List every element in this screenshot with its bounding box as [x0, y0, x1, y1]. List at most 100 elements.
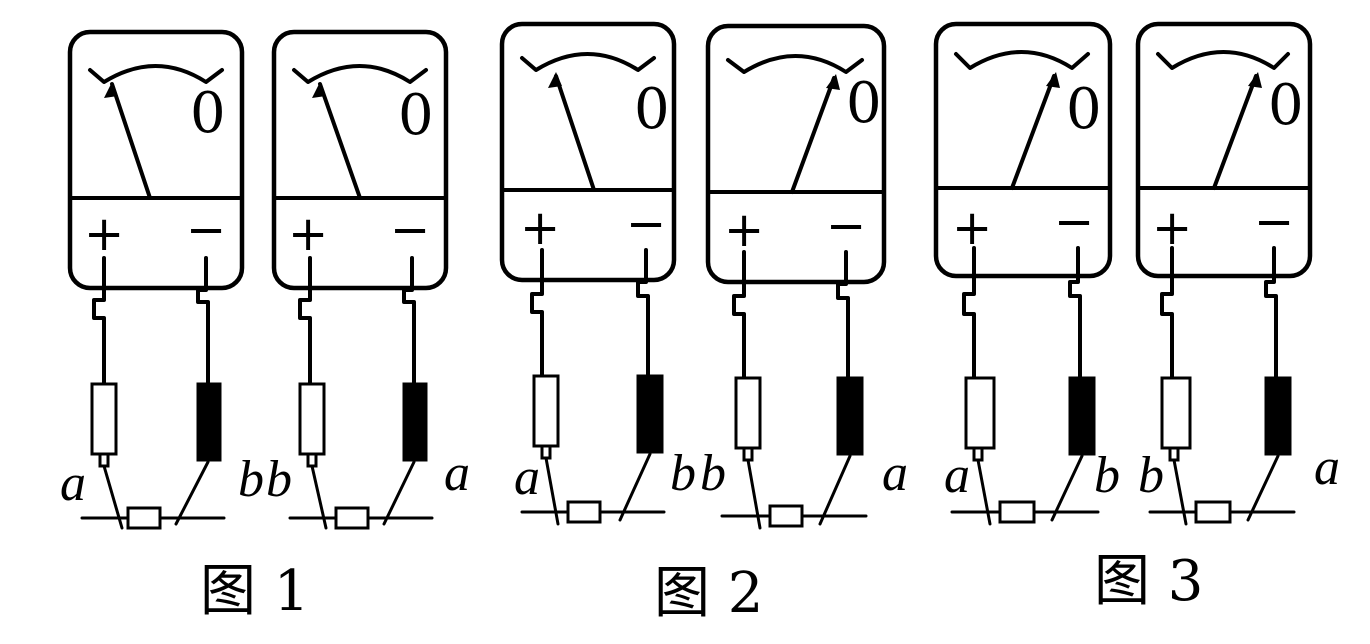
meter-needle [1212, 74, 1258, 190]
needle-arrowhead [312, 82, 326, 98]
red-lead-wire [962, 246, 976, 380]
leads-1a: a [60, 256, 226, 530]
probe-tip-collar [306, 452, 318, 468]
diode-element [998, 500, 1036, 524]
probe-label-right: b [670, 445, 696, 502]
meter-2a: 0 + − [499, 21, 677, 283]
red-lead-wire [298, 256, 312, 386]
positive-probe [532, 374, 560, 448]
meter-housing [933, 21, 1113, 279]
zero-mark: 0 [190, 81, 226, 146]
meter-scale-arc [1156, 50, 1290, 70]
red-lead-wire [1160, 246, 1174, 380]
negative-probe [1068, 376, 1096, 456]
meter-1a: 0 + − [67, 29, 245, 291]
meter-needle [110, 82, 152, 200]
black-lead-wire [636, 248, 650, 378]
black-lead-wire [836, 250, 850, 380]
figure-caption: 图 2 [654, 561, 763, 626]
probe-label-right: a [444, 445, 470, 502]
meter-needle [554, 74, 596, 192]
meter-needle [318, 82, 362, 200]
meter-needle [1010, 74, 1056, 190]
black-lead-wire [196, 256, 210, 386]
positive-probe [1160, 376, 1192, 450]
plus-terminal-label: + [952, 200, 992, 256]
probe-label-right: a [1314, 439, 1340, 496]
probe-tip [618, 452, 652, 522]
leads-3b: b a [1138, 246, 1340, 526]
figure-1: 0 + − a 0 + − [60, 29, 470, 624]
zero-mark: 0 [1268, 73, 1304, 138]
zero-mark: 0 [634, 77, 670, 142]
meter-housing [1135, 21, 1313, 279]
meter-3a: 0 + − [933, 21, 1113, 279]
diode-element [334, 506, 370, 530]
probe-label-left: b [266, 451, 292, 508]
plus-terminal-label: + [84, 206, 124, 262]
figure-caption: 图 1 [200, 559, 309, 624]
diode-element [126, 506, 162, 530]
diode-element [1194, 500, 1232, 524]
probe-label-right: b [1094, 447, 1120, 504]
meter-scale-arc [292, 64, 428, 84]
plus-terminal-label: + [724, 202, 764, 258]
probe-label-left: a [944, 447, 970, 504]
probe-tip-collar [98, 452, 110, 468]
figure-2: 0 + − a 0 + − [499, 21, 908, 626]
meter-2b: 0 + − [705, 23, 887, 285]
probe-tip [544, 456, 560, 526]
meter-scale-arc [520, 52, 656, 72]
red-lead-wire [732, 250, 746, 380]
figure-3: 0 + − a b 0 + − [933, 21, 1340, 614]
negative-probe [1264, 376, 1292, 456]
probe-tip [976, 458, 992, 526]
negative-probe [402, 382, 428, 462]
probe-label-right: a [882, 445, 908, 502]
negative-probe [636, 374, 664, 454]
probe-tip-collar [540, 444, 552, 460]
probe-label-right: b [238, 451, 264, 508]
probe-tip [1246, 454, 1280, 522]
minus-terminal-label: − [626, 196, 666, 252]
meter-3b: 0 + − [1135, 21, 1313, 279]
needle-arrowhead [1248, 72, 1262, 88]
positive-probe [298, 382, 326, 456]
leads-2a: a [514, 248, 666, 526]
minus-terminal-label: − [1054, 194, 1094, 250]
needle-arrowhead [1046, 72, 1060, 88]
red-lead-wire [530, 248, 544, 378]
zero-mark: 0 [846, 71, 882, 136]
needle-arrowhead [548, 72, 562, 88]
meter-needle [790, 76, 836, 194]
positive-probe [734, 376, 762, 450]
leads-3a: a b [944, 246, 1120, 526]
leads-1b [288, 256, 434, 530]
meter-housing [499, 21, 677, 283]
probe-tip [382, 460, 416, 526]
minus-terminal-label: − [826, 198, 866, 254]
negative-probe [196, 382, 222, 462]
black-lead-wire [402, 256, 416, 386]
leads-2b [720, 250, 868, 530]
zero-mark: 0 [1066, 77, 1102, 142]
figure-caption: 图 3 [1094, 549, 1203, 614]
probe-tip [1050, 454, 1084, 522]
probe-label-left: b [1138, 447, 1164, 504]
minus-terminal-label: − [1254, 194, 1294, 250]
diode-element [768, 504, 804, 528]
red-lead-wire [92, 256, 106, 386]
negative-probe [836, 376, 864, 456]
probe-label-left: a [514, 449, 540, 506]
probe-tip-collar [972, 446, 984, 462]
meter-scale-arc [954, 50, 1090, 70]
minus-terminal-label: − [186, 202, 226, 258]
black-lead-wire [1264, 246, 1278, 380]
plus-terminal-label: + [288, 206, 328, 262]
probe-tip [746, 458, 762, 530]
diode-element [566, 500, 602, 524]
positive-probe [964, 376, 996, 450]
meter-1b: 0 + − [271, 29, 449, 291]
probe-label-left: a [60, 455, 86, 512]
